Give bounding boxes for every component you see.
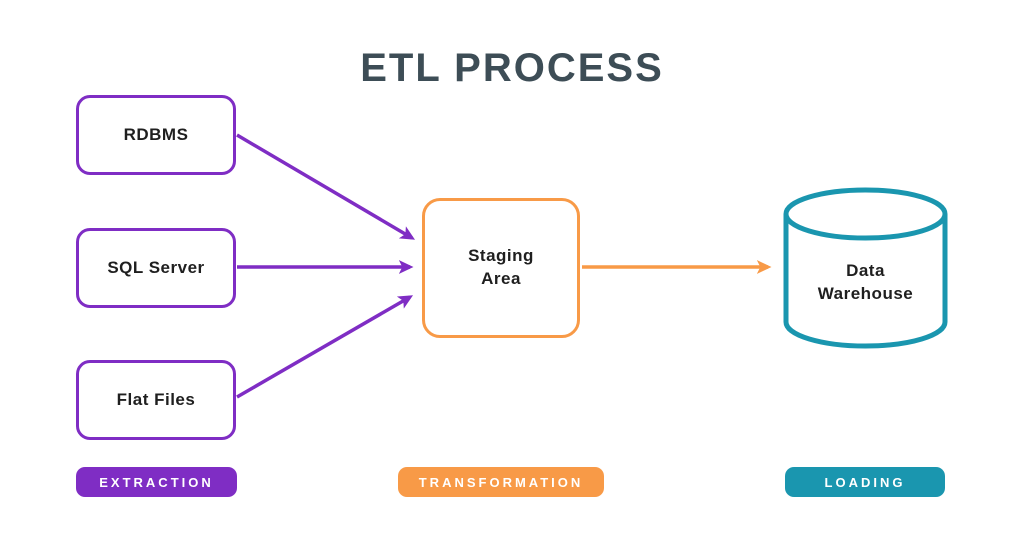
stage-extraction-label: EXTRACTION [99,474,214,490]
arrow-rdbms-to-staging [236,133,416,240]
node-flat-files: Flat Files [76,360,236,440]
data-warehouse-text: Data Warehouse [817,261,914,303]
node-rdbms-label: RDBMS [123,124,189,144]
stage-extraction-badge: EXTRACTION [76,467,237,497]
stage-loading-badge: LOADING [785,467,945,497]
node-staging-area-label: Staging Area [468,246,534,288]
page-title: ETL PROCESS [360,46,664,90]
stage-transformation-label: TRANSFORMATION [418,474,584,490]
stage-loading-label: LOADING [824,474,906,490]
node-sql-server: SQL Server [76,228,236,308]
arrow-flatfiles-to-staging [236,295,414,399]
node-staging-area: Staging Area [422,198,580,338]
node-rdbms: RDBMS [76,95,236,175]
stage-transformation-badge: TRANSFORMATION [398,467,604,497]
node-sql-server-label: SQL Server [107,257,205,277]
node-flat-files-label: Flat Files [116,389,196,409]
node-data-warehouse-label: Data Warehouse [783,248,948,318]
